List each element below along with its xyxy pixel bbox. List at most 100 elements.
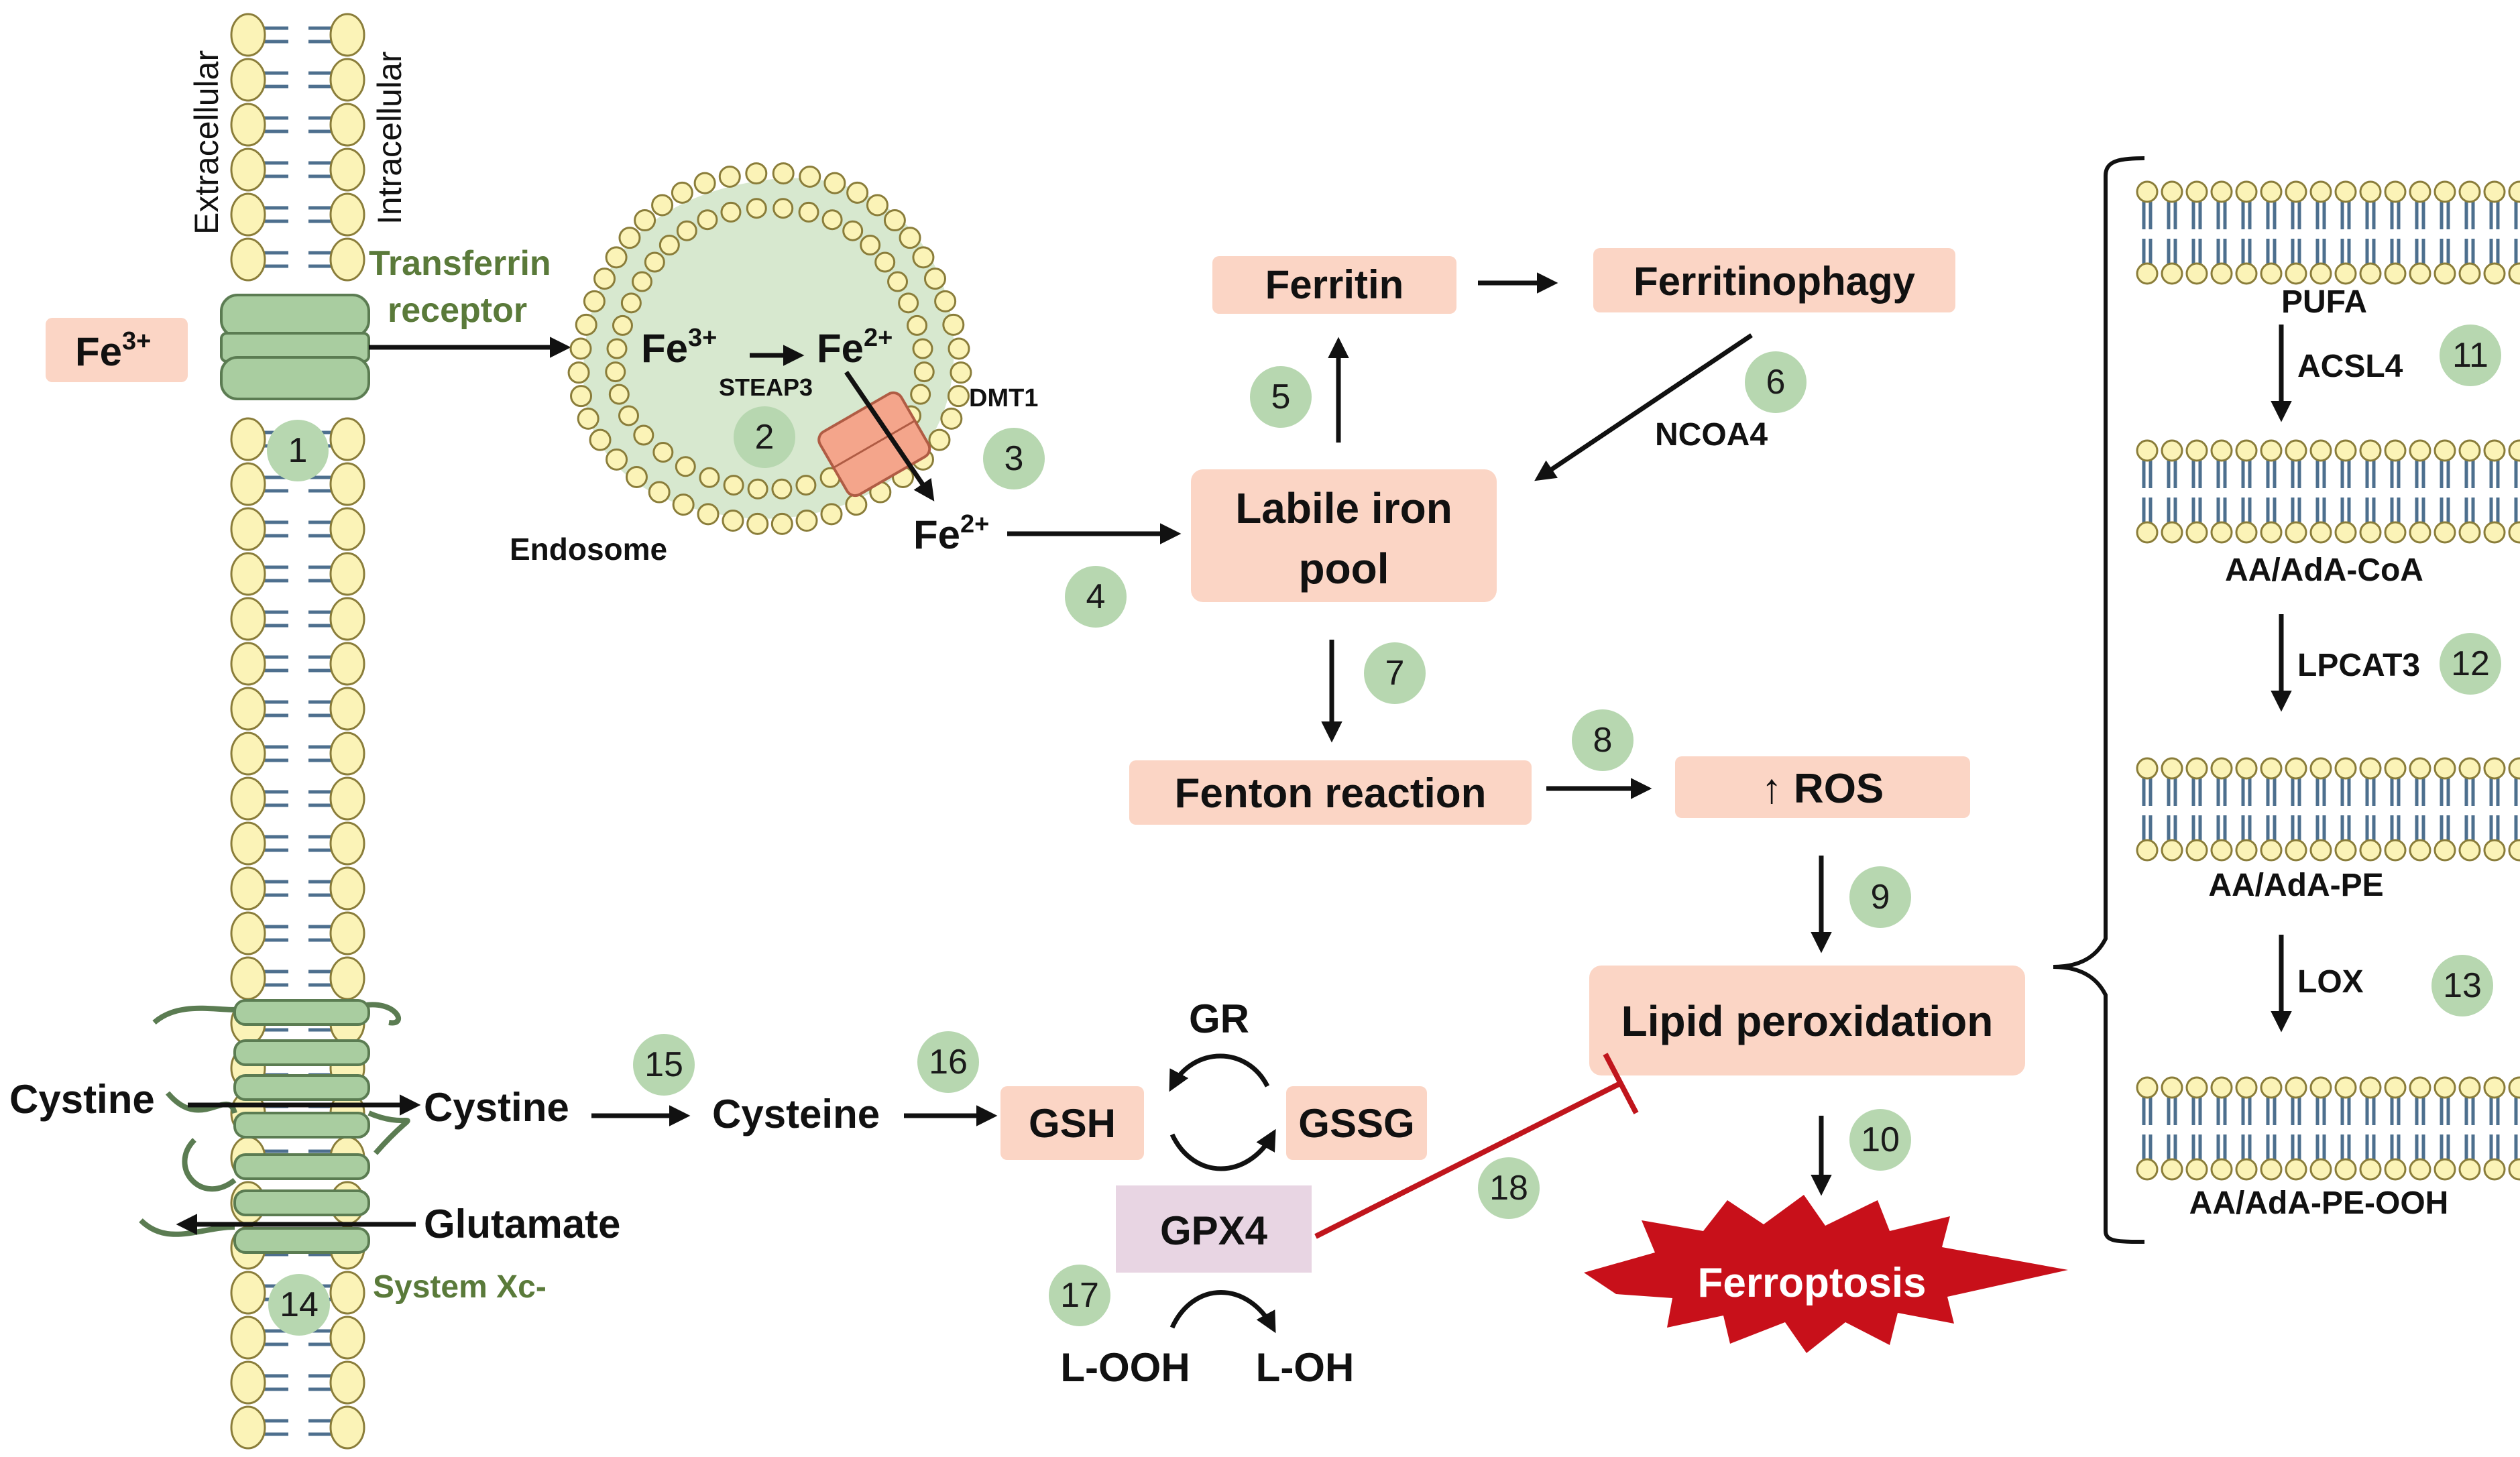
system-xc-label: System Xc- bbox=[373, 1269, 547, 1305]
cysteine-label: Cysteine bbox=[712, 1092, 880, 1137]
step-9-number: 9 bbox=[1871, 878, 1890, 917]
fenton-reaction-box bbox=[1129, 760, 1532, 825]
transferrin-receptor bbox=[220, 294, 370, 400]
step-17-number: 17 bbox=[1060, 1276, 1099, 1315]
arrow-ferritinophagy-to-pool bbox=[1534, 333, 1753, 481]
dmt1-transporter bbox=[817, 391, 931, 498]
step-1-circle bbox=[267, 420, 329, 481]
step-6-number: 6 bbox=[1766, 363, 1786, 402]
gssg-label: GSSG bbox=[1298, 1101, 1414, 1146]
step-13-number: 13 bbox=[2443, 966, 2482, 1005]
step-2-number: 2 bbox=[755, 418, 775, 457]
cystine-intracellular-label: Cystine bbox=[424, 1085, 569, 1130]
coa-bilayer bbox=[2136, 439, 2520, 544]
pufa-label: PUFA bbox=[2281, 284, 2367, 320]
gr-label: GR bbox=[1189, 996, 1249, 1041]
step-14-number: 14 bbox=[280, 1285, 319, 1324]
step-18-number: 18 bbox=[1489, 1169, 1528, 1208]
looh-label: L-OOH bbox=[1060, 1345, 1190, 1390]
fe3-extracellular-box bbox=[46, 318, 188, 382]
step-13-circle bbox=[2431, 955, 2493, 1016]
step-16-circle bbox=[917, 1031, 979, 1093]
fe3-endosome-label: Fe3+ bbox=[641, 324, 717, 371]
labile-iron-pool-box bbox=[1191, 469, 1497, 602]
intracellular-label: Intracellular bbox=[371, 52, 408, 225]
gsh-label: GSH bbox=[1029, 1101, 1116, 1146]
coa-label: AA/AdA-CoA bbox=[2225, 552, 2423, 588]
ferroptosis-label: Ferroptosis bbox=[1697, 1260, 1926, 1306]
ros-box bbox=[1675, 756, 1970, 818]
step-3-number: 3 bbox=[1005, 439, 1024, 478]
ros-label: ↑ ROS bbox=[1762, 766, 1884, 812]
gsh-box bbox=[1000, 1086, 1144, 1160]
transferrin-receptor-label: Transferrin bbox=[369, 244, 551, 283]
cystine-extracellular-label: Cystine bbox=[9, 1077, 155, 1122]
inhibition-bar bbox=[1603, 1053, 1639, 1114]
step-16-number: 16 bbox=[929, 1043, 968, 1082]
ferroptosis-burst bbox=[1584, 1195, 2068, 1353]
loh-label: L-OH bbox=[1256, 1345, 1355, 1390]
step-12-circle bbox=[2440, 633, 2501, 695]
arrow-gsh-to-gssg bbox=[1169, 1128, 1276, 1171]
step-18-circle bbox=[1478, 1157, 1540, 1219]
step-5-circle bbox=[1250, 366, 1312, 428]
ferritinophagy-box bbox=[1593, 248, 1955, 312]
extracellular-label: Extracellular bbox=[188, 50, 225, 235]
ferritin-box bbox=[1212, 256, 1456, 314]
ferritinophagy-label: Ferritinophagy bbox=[1634, 259, 1916, 304]
step-15-number: 15 bbox=[644, 1045, 683, 1084]
pufa-bilayer bbox=[2136, 180, 2520, 285]
step-8-number: 8 bbox=[1593, 721, 1613, 760]
system-xc-transporter bbox=[139, 999, 410, 1254]
step-14-circle bbox=[268, 1274, 330, 1336]
labile-iron-pool-label: Labile iron bbox=[1235, 484, 1452, 532]
ncoa4-label: NCOA4 bbox=[1655, 417, 1768, 453]
peooh-label: AA/AdA-PE-OOH bbox=[2189, 1185, 2449, 1221]
gpx4-box bbox=[1116, 1185, 1312, 1273]
step-17-circle bbox=[1049, 1265, 1110, 1326]
dmt1-label: DMT1 bbox=[969, 384, 1038, 412]
step-10-number: 10 bbox=[1861, 1120, 1900, 1159]
step-11-number: 11 bbox=[2452, 336, 2488, 375]
fe2-endosome-label: Fe2+ bbox=[817, 324, 893, 371]
lipid-peroxidation-box bbox=[1589, 966, 2025, 1075]
step-4-number: 4 bbox=[1086, 577, 1106, 616]
arrow-gssg-to-gsh bbox=[1169, 1053, 1270, 1092]
pe-bilayer bbox=[2136, 757, 2520, 862]
fenton-reaction-label: Fenton reaction bbox=[1174, 770, 1486, 817]
step-1-number: 1 bbox=[288, 431, 308, 470]
step-3-circle bbox=[983, 428, 1045, 489]
labile-iron-pool-label-2: pool bbox=[1298, 544, 1389, 593]
lipid-panel-bracket-bottom bbox=[2053, 965, 2145, 1244]
step-4-circle bbox=[1065, 566, 1127, 628]
step-15-circle bbox=[633, 1034, 695, 1096]
fe3-extracellular-label: Fe3+ bbox=[75, 327, 151, 374]
fe2-cytosol-label: Fe2+ bbox=[913, 510, 989, 557]
step-6-circle bbox=[1745, 351, 1807, 413]
step-9-circle bbox=[1849, 866, 1911, 928]
gssg-box bbox=[1286, 1086, 1427, 1160]
step-11-circle bbox=[2440, 325, 2501, 386]
lpcat3-label: LPCAT3 bbox=[2297, 648, 2420, 683]
step-7-circle bbox=[1364, 642, 1426, 704]
arrow-looh-to-loh bbox=[1169, 1290, 1276, 1334]
step-12-number: 12 bbox=[2451, 644, 2490, 683]
step-8-circle bbox=[1572, 709, 1634, 771]
glutamate-label: Glutamate bbox=[424, 1202, 620, 1246]
step-5-number: 5 bbox=[1271, 377, 1291, 416]
step-2-circle bbox=[734, 406, 795, 468]
lipid-panel-bracket-top bbox=[2053, 156, 2145, 969]
transferrin-receptor-label-2: receptor bbox=[388, 291, 527, 330]
step-7-number: 7 bbox=[1385, 654, 1405, 693]
gpx4-label: GPX4 bbox=[1160, 1208, 1268, 1253]
lox-label: LOX bbox=[2297, 964, 2364, 1000]
ferritin-label: Ferritin bbox=[1265, 262, 1404, 307]
steap3-label: STEAP3 bbox=[719, 373, 813, 401]
endosome-membrane bbox=[567, 162, 972, 535]
lipid-peroxidation-label: Lipid peroxidation bbox=[1621, 997, 1994, 1045]
inhibition-gpx4-to-lipid-peroxidation bbox=[1314, 1080, 1624, 1239]
pe-label: AA/AdA-PE bbox=[2208, 868, 2383, 903]
